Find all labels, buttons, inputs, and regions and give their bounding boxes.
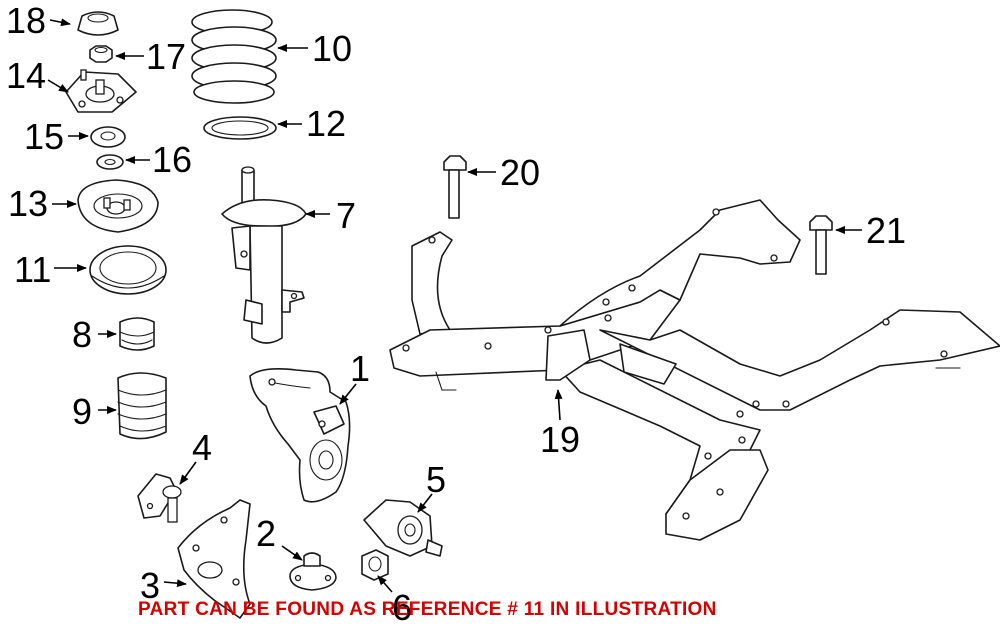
callout-21: 21: [866, 210, 906, 251]
part-17-nut: [89, 45, 113, 63]
part-19-subframe: [389, 199, 1000, 541]
callout-2: 2: [256, 513, 276, 554]
callout-18: 18: [6, 0, 46, 41]
callout-9: 9: [72, 391, 92, 432]
part-13-spring-seat: [77, 179, 159, 233]
leader-2: [281, 545, 303, 561]
leader-4: [179, 461, 197, 485]
leader-1: [339, 383, 357, 405]
part-7-strut: [221, 166, 307, 344]
callout-1: 1: [350, 348, 370, 389]
callout-13: 13: [8, 183, 48, 224]
callout-12: 12: [306, 103, 346, 144]
part-8-bump-stop: [119, 317, 155, 351]
leader-19: [554, 389, 563, 421]
callout-19: 19: [540, 419, 580, 460]
leader-14: [47, 79, 69, 93]
callout-4: 4: [192, 427, 212, 468]
reference-note: PART CAN BE FOUND AS REFERENCE # 11 IN I…: [138, 599, 717, 620]
callout-10: 10: [312, 28, 352, 69]
callout-numbers: 18 17 14 15 16 13 11 8 9 10 12 7 1 4 3 2…: [6, 0, 906, 627]
callout-15: 15: [24, 116, 64, 157]
leader-5: [417, 493, 433, 513]
part-4-ball-joint: [137, 473, 182, 523]
callout-6: 6: [392, 587, 412, 627]
part-1-steering-knuckle: [249, 368, 351, 503]
callout-14: 14: [6, 55, 46, 96]
leader-lines: [47, 18, 862, 593]
part-10-coil-spring: [191, 9, 277, 104]
callout-11: 11: [14, 249, 51, 290]
callout-8: 8: [72, 314, 92, 355]
leader-6: [377, 575, 393, 593]
part-12-lower-spring-seat: [203, 116, 277, 140]
part-18-strut-cap: [77, 11, 119, 36]
part-9-dust-boot: [117, 372, 167, 440]
part-20-bolt: [443, 155, 467, 219]
part-21-bolt: [809, 215, 833, 275]
part-15-bearing: [90, 126, 126, 148]
part-16-washer: [96, 154, 124, 170]
callout-5: 5: [426, 459, 446, 500]
callout-3: 3: [140, 565, 160, 606]
callout-16: 16: [152, 139, 192, 180]
part-14-strut-mount: [65, 69, 137, 113]
callout-20: 20: [500, 152, 540, 193]
part-6-bushing: [361, 549, 389, 581]
callout-7: 7: [336, 195, 356, 236]
leader-18: [49, 18, 71, 27]
part-3-control-arm: [177, 499, 251, 619]
part-5-bushing-bracket: [363, 499, 443, 557]
part-2-ball-joint: [289, 552, 337, 591]
part-11-spring-insulator: [89, 245, 167, 295]
leader-3: [163, 579, 187, 588]
callout-17: 17: [146, 36, 186, 77]
